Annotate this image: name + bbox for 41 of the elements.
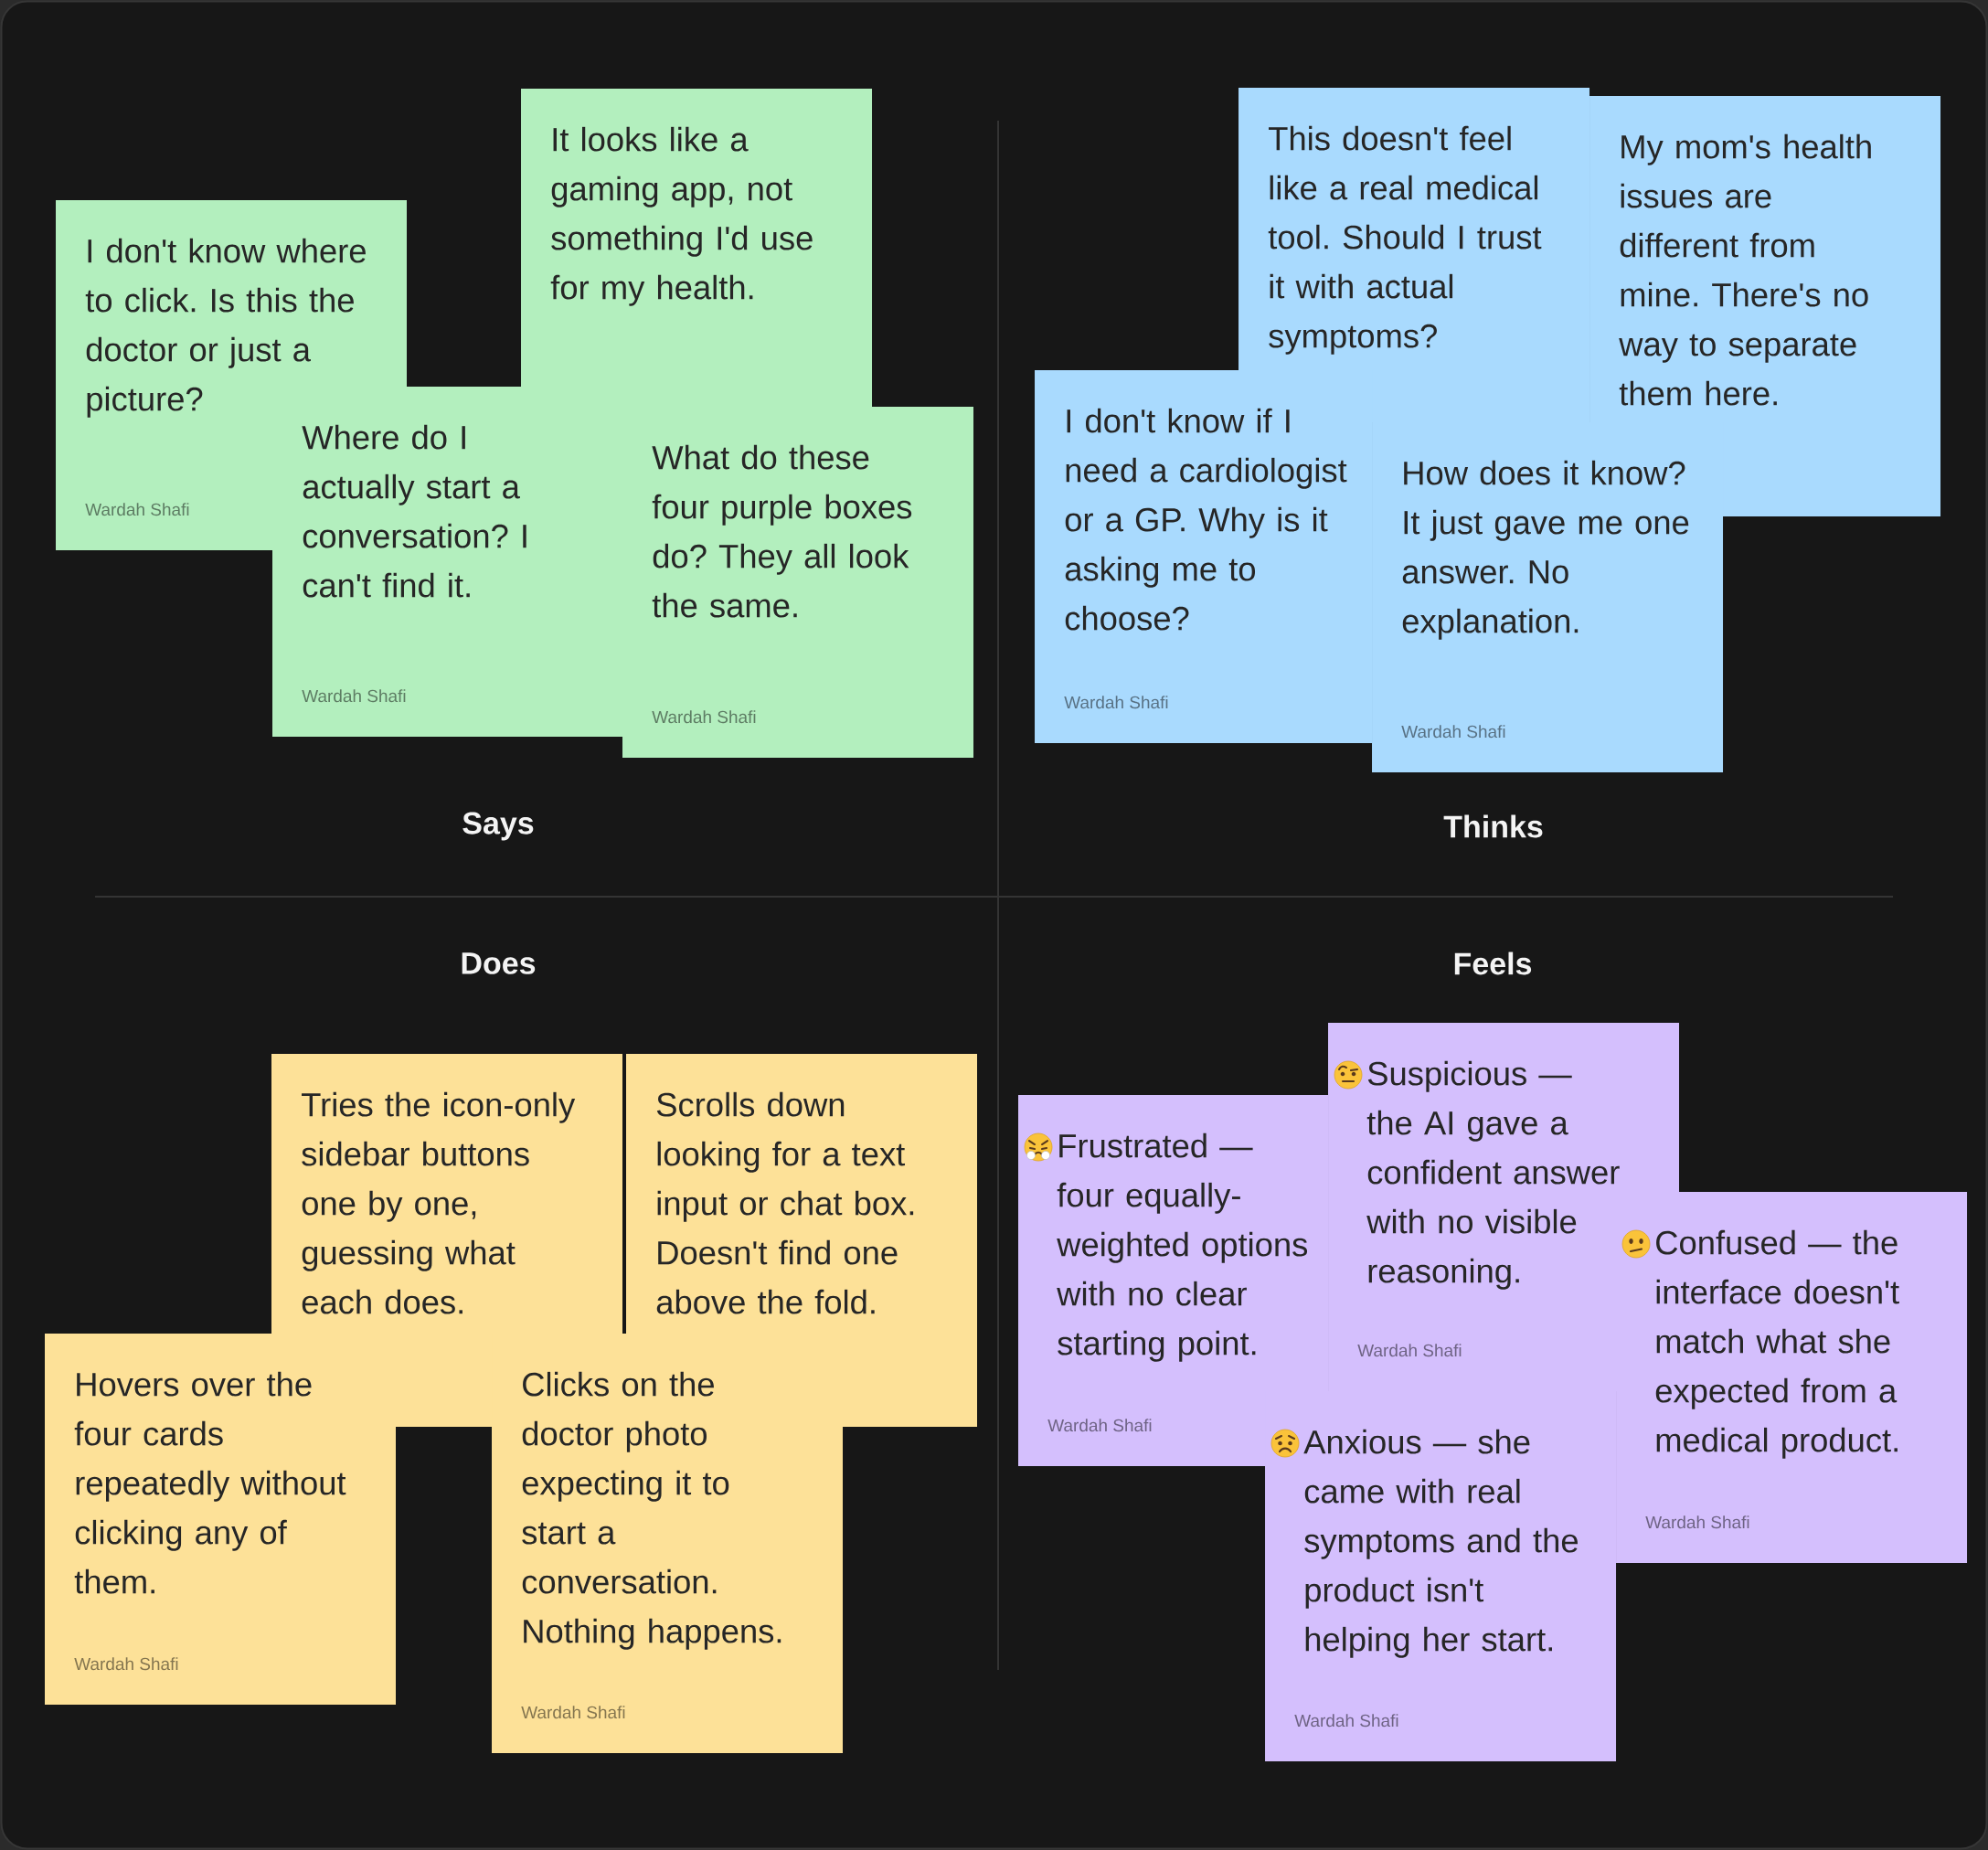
author-name: Wardah Shafi (1357, 1344, 1462, 1357)
note-text: Hovers over the four cards repeatedly without clicking any of them. (74, 1371, 346, 1594)
quadrant-heading: Thinks (1443, 814, 1543, 838)
author-name: Wardah Shafi (1064, 696, 1168, 709)
note-text: Where do I actually start a conversation? I can't find it. (302, 424, 526, 598)
note-text: I don't know where to click. Is this the doctor or just a picture? (85, 238, 366, 418)
note-text: What do these four purple boxes do? They all look the same. (652, 444, 912, 618)
note-text: Scrolls down looking for a text input or chat box. Doesn't find one above the fold. (656, 1091, 914, 1314)
author-name: Wardah Shafi (1645, 1515, 1749, 1529)
quadrant-heading: Feels (1454, 952, 1532, 975)
sticky-note (521, 89, 872, 407)
sticky-note (1265, 1391, 1616, 1762)
author-name: Wardah Shafi (1294, 1714, 1398, 1728)
note-text: Anxious — she came with real symptoms and the product isn't helping her start. (1303, 1429, 1578, 1658)
author-name: Wardah Shafi (302, 689, 406, 703)
author-name: Wardah Shafi (1401, 725, 1505, 739)
author-name: Wardah Shafi (85, 503, 189, 516)
note-text: Suspicious — the AI gave a confident answer with no visible reasoning. (1366, 1060, 1620, 1290)
note-text: Tries the icon-only sidebar buttons one by one, guessing what each does. (302, 1091, 576, 1314)
sticky-note (1616, 1192, 1968, 1563)
note-text: Frustrated — four equally-weighted options with no clear starting point. (1057, 1132, 1308, 1362)
author-name: Wardah Shafi (521, 1706, 625, 1719)
sticky-note (1372, 422, 1723, 772)
note-text: I don't know if I need a cardiologist or a GP. Why is it asking me to choose? (1065, 408, 1347, 631)
note-text: This doesn't feel like a real medical tool. Should I trust it with actual symptoms? (1268, 125, 1542, 355)
sticky-note (45, 1334, 396, 1705)
author-name: Wardah Shafi (1047, 1419, 1152, 1432)
author-name: Wardah Shafi (74, 1657, 178, 1671)
note-text: Clicks on the doctor photo expecting it to start a conversation. Nothing happens. (522, 1371, 781, 1650)
quadrant-heading: Does (462, 952, 536, 974)
sticky-note (1589, 96, 1941, 516)
sticky-note (622, 407, 973, 758)
quadrant-heading: Says (462, 812, 534, 841)
sticky-note (492, 1334, 843, 1753)
note-text: How does it know? It just gave me one answer. No explanation. (1402, 460, 1689, 640)
sticky-note (272, 387, 623, 737)
sticky-note (1035, 370, 1372, 743)
note-text: It looks like a gaming app, not something I'd use for my health. (550, 126, 813, 306)
note-text: Confused — the interface doesn't match what she expected from a medical product. (1655, 1229, 1899, 1459)
note-text: My mom's health issues are different from mine. There's no way to separate them here. (1619, 133, 1871, 406)
author-name: Wardah Shafi (652, 710, 756, 724)
